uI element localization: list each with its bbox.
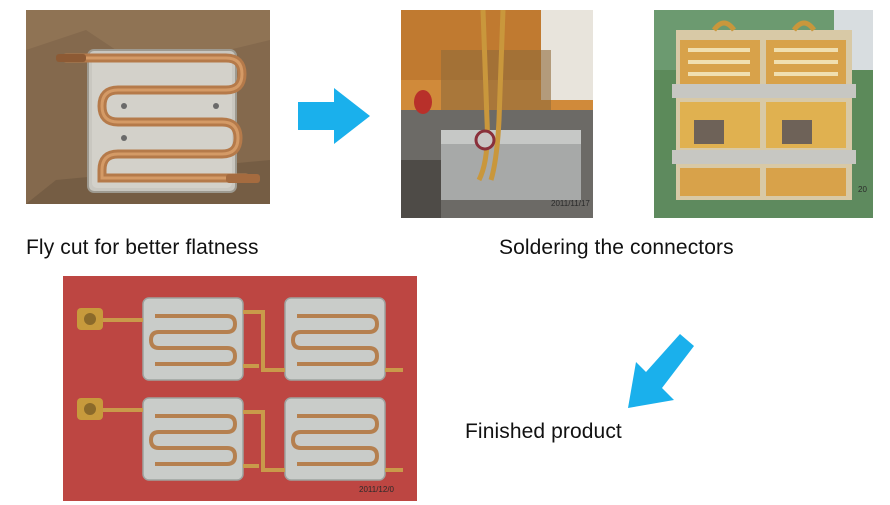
fly-cut-cold-plate-photo xyxy=(26,10,270,204)
finished-product-caption: Finished product xyxy=(465,420,622,443)
soldering-connectors-photo: 2011/11/17 xyxy=(401,10,593,218)
soldering-date-stamp: 2011/11/17 xyxy=(551,199,590,208)
fly-cut-caption: Fly cut for better flatness xyxy=(26,236,259,259)
finished-product-photo: 2011/12/0 xyxy=(63,276,417,501)
fixture-stamp: 20 xyxy=(858,185,867,194)
soldering-caption: Soldering the connectors xyxy=(499,236,734,259)
soldering-fixture-photo: 20 xyxy=(654,10,873,218)
finished-date-stamp: 2011/12/0 xyxy=(359,485,395,494)
right-arrow-icon xyxy=(298,88,370,144)
down-left-arrow-icon xyxy=(624,332,698,410)
